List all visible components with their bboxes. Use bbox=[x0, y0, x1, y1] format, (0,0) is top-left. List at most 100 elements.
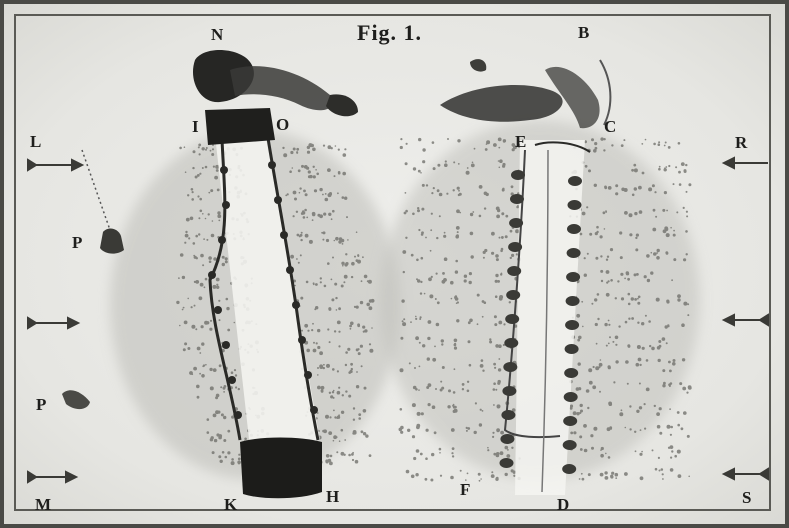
stipple-dot bbox=[402, 250, 406, 254]
stipple-dot bbox=[510, 257, 512, 259]
stipple-dot bbox=[195, 328, 197, 330]
label-l: L bbox=[30, 133, 42, 150]
stipple-dot bbox=[615, 336, 619, 340]
stipple-dot bbox=[225, 257, 228, 260]
stipple-dot bbox=[308, 175, 311, 178]
stipple-dot bbox=[474, 431, 477, 434]
stipple-dot bbox=[640, 429, 642, 431]
stipple-dot bbox=[371, 327, 373, 329]
stipple-dot bbox=[405, 210, 408, 213]
stipple-dot bbox=[210, 320, 212, 322]
stipple-dot bbox=[629, 213, 633, 217]
stipple-dot bbox=[312, 213, 315, 216]
stipple-dot bbox=[678, 474, 682, 478]
stipple-dot bbox=[454, 339, 458, 343]
stipple-dot bbox=[659, 345, 662, 348]
stipple-dot bbox=[411, 254, 414, 257]
label-b: B bbox=[578, 24, 590, 41]
stipple-dot bbox=[344, 148, 346, 150]
stipple-dot bbox=[594, 142, 597, 145]
stipple-dot bbox=[343, 173, 345, 175]
stipple-dot bbox=[493, 382, 496, 385]
stipple-dot bbox=[437, 301, 440, 304]
stipple-dot bbox=[516, 253, 518, 255]
stipple-dot bbox=[285, 195, 287, 197]
stipple-dot bbox=[437, 189, 440, 192]
stipple-dot bbox=[687, 435, 690, 438]
stipple-dot bbox=[425, 457, 428, 460]
stipple-dot bbox=[191, 188, 194, 191]
stipple-dot bbox=[205, 149, 207, 151]
stipple-dot bbox=[349, 325, 352, 328]
stipple-dot bbox=[495, 389, 497, 391]
stipple-dot bbox=[433, 167, 436, 170]
stipple-dot bbox=[686, 392, 688, 394]
stipple-dot bbox=[358, 352, 361, 355]
stipple-dot bbox=[293, 148, 296, 151]
stipple-dot bbox=[580, 448, 583, 451]
stipple-dot bbox=[201, 374, 205, 378]
stipple-dot bbox=[187, 347, 190, 350]
stipple-dot bbox=[606, 259, 608, 261]
stipple-dot bbox=[595, 323, 598, 326]
stipple-dot bbox=[303, 190, 306, 193]
stipple-dot bbox=[400, 408, 403, 411]
right-specimen-bead bbox=[563, 440, 577, 450]
stipple-dot bbox=[454, 409, 458, 413]
stipple-dot bbox=[197, 347, 201, 351]
stipple-dot bbox=[457, 187, 460, 190]
stipple-dot bbox=[458, 163, 460, 165]
stipple-dot bbox=[344, 275, 348, 279]
stipple-dot bbox=[220, 460, 223, 463]
stipple-dot bbox=[677, 411, 680, 414]
stipple-dot bbox=[290, 151, 293, 154]
stipple-dot bbox=[583, 424, 587, 428]
stipple-dot bbox=[666, 342, 668, 344]
stipple-dot bbox=[321, 390, 324, 393]
stipple-dot bbox=[480, 364, 484, 368]
stipple-dot bbox=[493, 363, 496, 366]
stipple-dot bbox=[301, 232, 303, 234]
stipple-dot bbox=[496, 258, 499, 261]
stipple-dot bbox=[651, 347, 655, 351]
stipple-dot bbox=[655, 216, 657, 218]
stipple-dot bbox=[338, 345, 340, 347]
stipple-dot bbox=[593, 366, 595, 368]
stipple-dot bbox=[599, 391, 601, 393]
stipple-dot bbox=[448, 389, 451, 392]
stipple-dot bbox=[312, 148, 316, 152]
stipple-dot bbox=[225, 456, 228, 459]
stipple-dot bbox=[427, 337, 430, 340]
stipple-dot bbox=[615, 297, 617, 299]
stipple-dot bbox=[479, 480, 481, 482]
stipple-dot bbox=[209, 260, 212, 263]
stipple-dot bbox=[354, 306, 356, 308]
stipple-dot bbox=[612, 341, 614, 343]
stipple-dot bbox=[577, 339, 580, 342]
stipple-dot bbox=[346, 216, 348, 218]
stipple-dot bbox=[658, 457, 660, 459]
stipple-dot bbox=[428, 403, 431, 406]
stipple-dot bbox=[363, 331, 365, 333]
stipple-dot bbox=[337, 192, 339, 194]
stipple-dot bbox=[677, 298, 680, 301]
right-specimen-bead bbox=[503, 362, 517, 372]
stipple-dot bbox=[195, 235, 198, 238]
stipple-dot bbox=[584, 449, 588, 453]
stipple-dot bbox=[313, 342, 315, 344]
stipple-dot bbox=[296, 211, 298, 213]
stipple-dot bbox=[326, 239, 329, 242]
stipple-dot bbox=[197, 396, 200, 399]
stipple-dot bbox=[646, 254, 650, 258]
stipple-dot bbox=[190, 217, 194, 221]
stipple-dot bbox=[317, 386, 321, 390]
stipple-dot bbox=[313, 283, 315, 285]
stipple-dot bbox=[418, 229, 420, 231]
stipple-dot bbox=[421, 257, 424, 260]
stipple-dot bbox=[430, 250, 432, 252]
stipple-dot bbox=[578, 362, 581, 365]
stipple-dot bbox=[587, 407, 589, 409]
stipple-dot bbox=[582, 326, 584, 328]
stipple-dot bbox=[431, 453, 434, 456]
stipple-dot bbox=[193, 367, 197, 371]
